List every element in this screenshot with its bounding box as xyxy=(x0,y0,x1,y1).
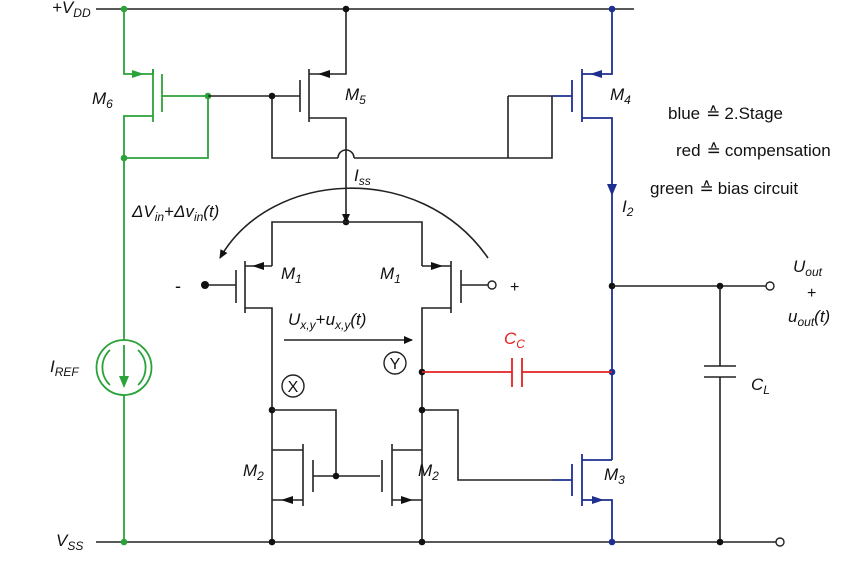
vss-label: VSS xyxy=(56,531,83,553)
m3-label: M3 xyxy=(604,465,625,487)
vss-rail xyxy=(96,537,785,547)
iref-label: IREF xyxy=(50,357,79,379)
m6-label: M6 xyxy=(92,89,113,111)
uout-plus-label: + xyxy=(807,285,816,302)
minus-input-label: - xyxy=(175,276,181,296)
iss-label: Iss xyxy=(354,166,371,188)
uout-label: Uout xyxy=(793,257,823,279)
svg-text:Y: Y xyxy=(390,356,401,373)
transistor-m5 xyxy=(208,5,553,223)
vdd-label: +VDD xyxy=(52,0,91,20)
node-y: Y xyxy=(383,351,407,375)
m4-label: M4 xyxy=(610,85,631,107)
diff-pair xyxy=(201,187,497,542)
m5-label: M5 xyxy=(345,85,366,107)
m1-left-label: M1 xyxy=(281,264,302,286)
compensation-cap xyxy=(422,358,612,387)
m2-right-label: M2 xyxy=(418,461,439,483)
legend-item-green: green≙bias circuit xyxy=(650,179,798,198)
delta-vin-label: ΔVin+Δvin(t) xyxy=(131,202,219,224)
legend-item-red: red≙compensation xyxy=(676,141,831,160)
svg-text:X: X xyxy=(288,379,299,396)
second-stage xyxy=(422,5,617,546)
output-load xyxy=(612,281,775,546)
cc-label: CC xyxy=(504,329,525,351)
m1-right-label: M1 xyxy=(380,264,401,286)
i2-label: I2 xyxy=(622,197,634,219)
legend: blue≙2.Stage red≙compensation green≙bias… xyxy=(650,104,831,198)
bias-circuit xyxy=(95,5,212,546)
legend-item-blue: blue≙2.Stage xyxy=(668,104,783,123)
uout-signal-label: uout(t) xyxy=(788,307,830,329)
plus-input-label: + xyxy=(510,279,519,296)
uxy-label: Ux,y+ux,y(t) xyxy=(288,310,366,332)
cl-label: CL xyxy=(751,375,770,397)
m2-left-label: M2 xyxy=(243,461,264,483)
vdd-rail xyxy=(96,8,634,10)
current-mirror xyxy=(268,368,426,546)
node-x: X xyxy=(281,374,305,398)
